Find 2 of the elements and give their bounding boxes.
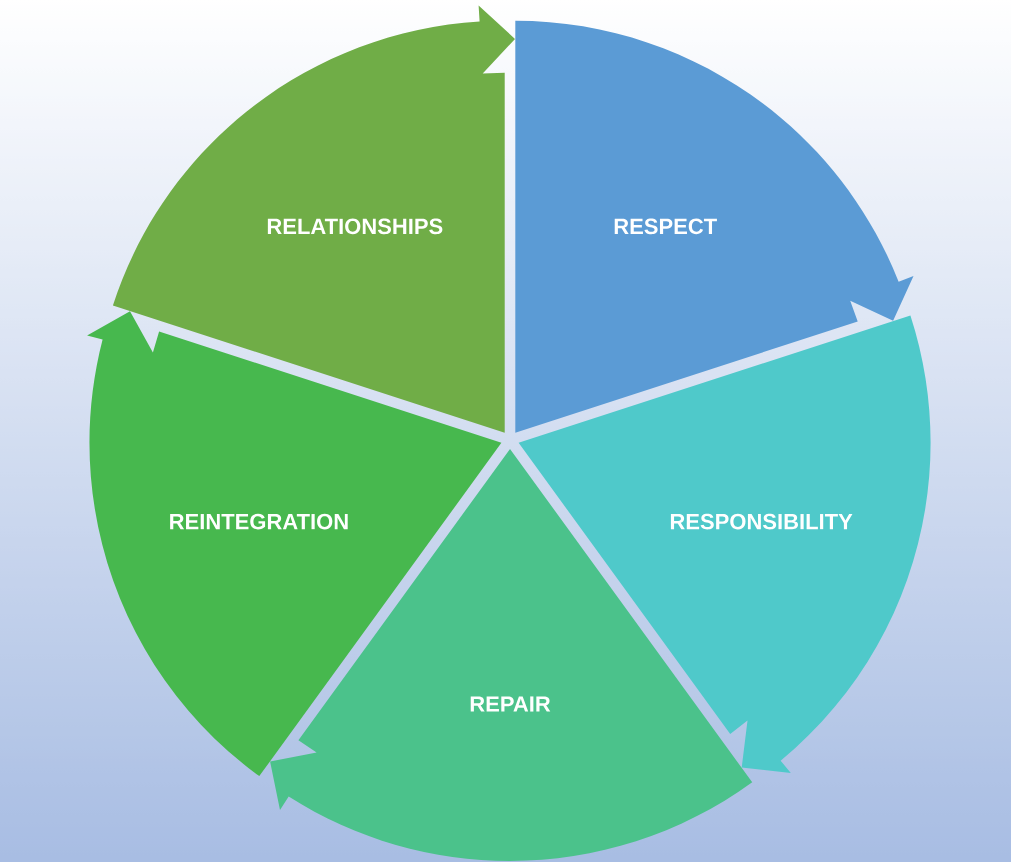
cycle-arrow-segment: RELATIONSHIPS (112, 5, 515, 433)
cycle-arrow-segment: RESPECT (515, 20, 914, 433)
